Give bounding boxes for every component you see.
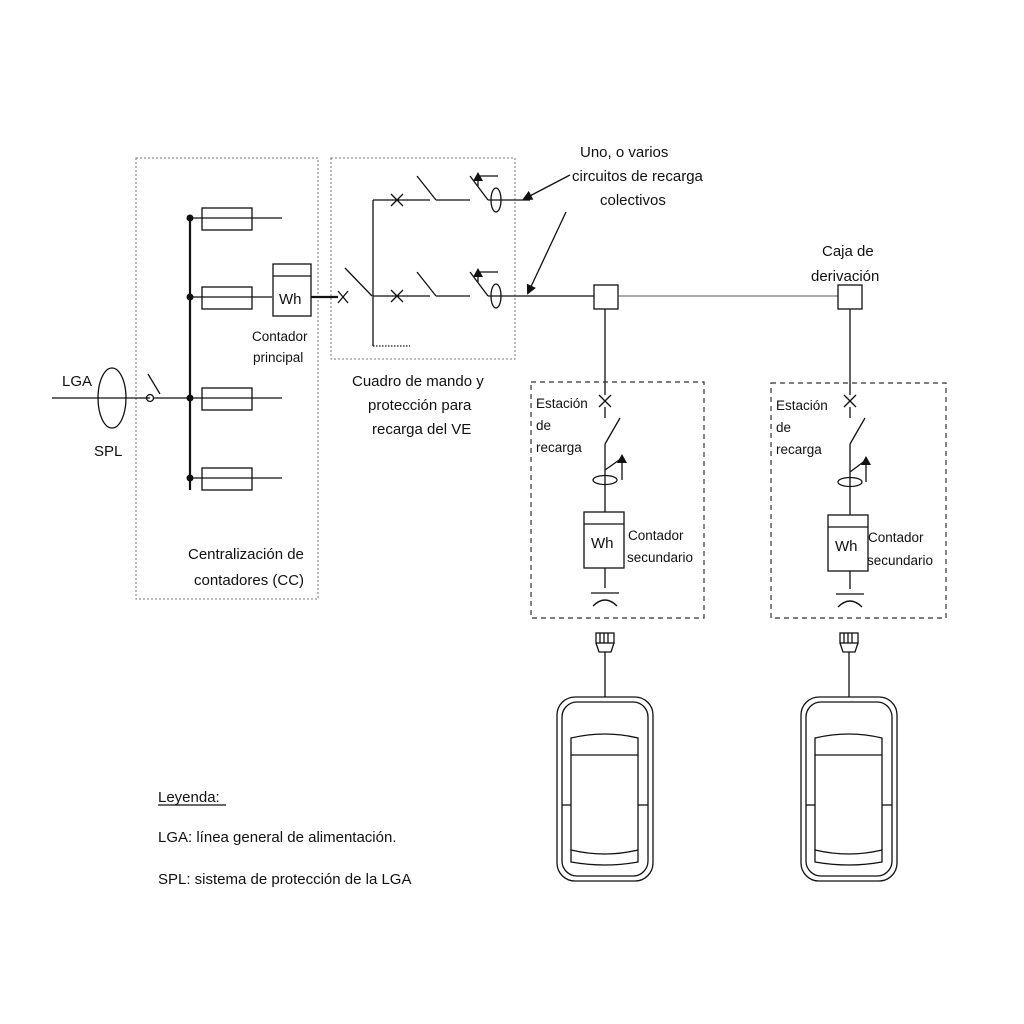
contador-principal-label: Contador — [252, 329, 308, 344]
fuse-row-4 — [190, 467, 282, 491]
contador-principal-label-2: principal — [253, 350, 303, 365]
circuits-callout-2: circuitos de recarga — [572, 168, 704, 185]
circuit-lower — [373, 268, 594, 309]
charging-station-1: Wh Estación de recarga Contador secundar… — [530, 309, 705, 619]
fuse-row-1 — [190, 207, 282, 231]
station-1-label-2: de — [536, 418, 551, 433]
circuit-upper — [373, 172, 530, 213]
cuadro-boundary — [330, 157, 516, 360]
main-meter-wh: Wh — [279, 291, 302, 308]
spl-label: SPL — [94, 443, 122, 460]
legend: Leyenda: LGA: línea general de alimentac… — [158, 789, 411, 888]
legend-lga: LGA: línea general de alimentación. — [158, 829, 396, 846]
station-1-meter-label-2: secundario — [627, 550, 693, 565]
callout-arrow-lower — [526, 211, 567, 295]
station-1-label-3: recarga — [536, 440, 582, 455]
cuadro-main-switch — [337, 267, 373, 304]
charging-station-2: Wh Estación de recarga Contador secundar… — [770, 309, 947, 619]
station-2-label: Estación — [776, 398, 828, 413]
cuadro-label-3: recarga del VE — [372, 421, 471, 438]
main-meter: Wh — [272, 263, 312, 317]
cc-boundary — [135, 157, 319, 600]
legend-title: Leyenda: — [158, 789, 220, 806]
car-icon-2 — [800, 696, 898, 882]
callout-arrow-upper — [522, 174, 571, 200]
cc-label: Centralización de — [188, 546, 304, 563]
junction-box-1 — [593, 284, 619, 310]
legend-spl: SPL: sistema de protección de la LGA — [158, 871, 411, 888]
lga-label: LGA — [62, 373, 92, 390]
caja-derivacion-label-2: derivación — [811, 268, 879, 285]
plug-icon-1 — [595, 632, 615, 697]
car-icon-1 — [556, 696, 654, 882]
cuadro-label: Cuadro de mando y — [352, 373, 484, 390]
station-2-meter-wh: Wh — [835, 538, 858, 555]
station-1-meter-label: Contador — [628, 528, 684, 543]
station-2-label-2: de — [776, 420, 791, 435]
station-1-label: Estación — [536, 396, 588, 411]
spl-ellipse — [97, 367, 127, 429]
station-2-label-3: recarga — [776, 442, 822, 457]
junction-box-2 — [837, 284, 863, 310]
circuits-callout: Uno, o varios — [580, 144, 668, 161]
lga-feeder — [52, 367, 190, 429]
cc-label-2: contadores (CC) — [194, 572, 304, 589]
fuse-row-3 — [190, 387, 282, 411]
circuits-callout-3: colectivos — [600, 192, 666, 209]
station-1-meter-wh: Wh — [591, 535, 614, 552]
cuadro-label-2: protección para — [368, 397, 472, 414]
station-2-meter-label-2: secundario — [867, 553, 933, 568]
plug-icon-2 — [839, 632, 859, 697]
caja-derivacion-label: Caja de — [822, 243, 874, 260]
fuse-row-2 — [190, 286, 272, 310]
station-2-meter-label: Contador — [868, 530, 924, 545]
